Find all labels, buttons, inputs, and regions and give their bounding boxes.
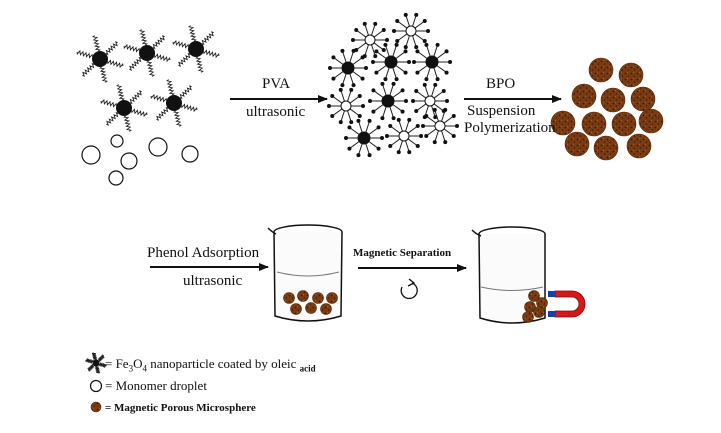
monomer-droplets-group	[81, 134, 199, 186]
legend-subscript: 3	[128, 363, 134, 374]
coated-nanoparticle	[172, 25, 220, 73]
micelle	[351, 21, 389, 59]
settled-microspheres	[283, 290, 338, 315]
microspheres-group	[550, 57, 664, 161]
magnetic-microsphere	[533, 306, 545, 318]
monomer-droplet	[148, 137, 168, 157]
step2-condition-line1: Suspension	[467, 103, 536, 119]
magnet-icon	[548, 290, 586, 318]
magnetic-microsphere	[297, 290, 309, 302]
monomer-droplet	[108, 170, 124, 186]
magnetic-microsphere	[283, 292, 295, 304]
step4-label: Magnetic Separation	[353, 247, 452, 259]
magnetic-microsphere	[326, 292, 338, 304]
microsphere-icon	[90, 401, 102, 413]
magnetic-microsphere	[626, 133, 652, 159]
micelle	[371, 42, 411, 82]
step3-reagent-label: Phenol Adsorption	[147, 245, 260, 261]
legend-text: = Monomer droplet	[105, 378, 207, 393]
legend-text: = Magnetic Porous Microsphere	[105, 402, 256, 414]
step3-condition-label: ultrasonic	[183, 273, 243, 289]
micelle	[385, 117, 423, 155]
beaker-icon	[471, 226, 546, 324]
magnetic-microsphere	[312, 292, 324, 304]
magnetic-microsphere	[571, 83, 597, 109]
magnetic-microsphere	[593, 135, 619, 161]
separated-microspheres	[522, 290, 548, 323]
legend-item-microsphere: = Magnetic Porous Microsphere	[105, 398, 256, 418]
legend-text: O	[133, 356, 143, 372]
legend-item-nanoparticle: = Fe3O4 nanoparticle coated by oleic aci…	[105, 355, 316, 375]
micelle	[344, 118, 384, 158]
magnetic-microsphere	[618, 62, 644, 88]
magnetic-microsphere	[528, 290, 540, 302]
magnetic-microsphere	[638, 108, 664, 134]
magnetic-microsphere	[305, 302, 317, 314]
step1-reagent-label: PVA	[262, 76, 291, 92]
coated-nanoparticle	[76, 35, 124, 83]
coated-nanoparticle	[150, 79, 198, 127]
micelle	[412, 42, 452, 82]
micelles-group	[327, 12, 459, 158]
monomer-droplet	[81, 145, 101, 165]
monomer-droplet	[181, 145, 199, 163]
magnetic-microsphere	[581, 111, 607, 137]
micelle	[327, 87, 365, 125]
monomer-droplet	[120, 152, 138, 170]
rotation-arrow-icon	[400, 278, 418, 300]
micelle	[368, 81, 408, 121]
magnetic-microsphere	[630, 86, 656, 112]
legend-subscript: 4	[142, 363, 147, 374]
micelle	[328, 48, 368, 88]
legend-item-monomer: = Monomer droplet	[105, 376, 207, 396]
legend-text: = Fe	[105, 356, 129, 372]
micelle	[421, 107, 459, 145]
step2-condition-line2: Polymerization	[464, 120, 556, 136]
legend-text: nanoparticle coated by oleic	[146, 356, 300, 372]
magnetic-microsphere	[320, 303, 332, 315]
coated-nanoparticle	[100, 84, 148, 132]
nanoparticle-icon	[85, 352, 107, 374]
magnetic-microsphere	[522, 311, 534, 323]
micelle	[392, 12, 430, 50]
step2-reagent-label: BPO	[486, 76, 516, 92]
monomer-droplet	[110, 134, 124, 148]
magnetic-microsphere	[550, 110, 576, 136]
coated-nanoparticle	[123, 29, 171, 77]
magnetic-microsphere	[290, 303, 302, 315]
magnetic-microsphere	[600, 87, 626, 113]
magnetic-microsphere	[588, 57, 614, 83]
micelle	[411, 82, 449, 120]
magnetic-microsphere	[611, 111, 637, 137]
coated-nanoparticles-group	[76, 25, 220, 132]
legend-subscript: acid	[299, 363, 316, 374]
monomer-droplet-icon	[89, 379, 103, 393]
step1-condition-label: ultrasonic	[246, 104, 306, 120]
magnetic-microsphere	[564, 131, 590, 157]
